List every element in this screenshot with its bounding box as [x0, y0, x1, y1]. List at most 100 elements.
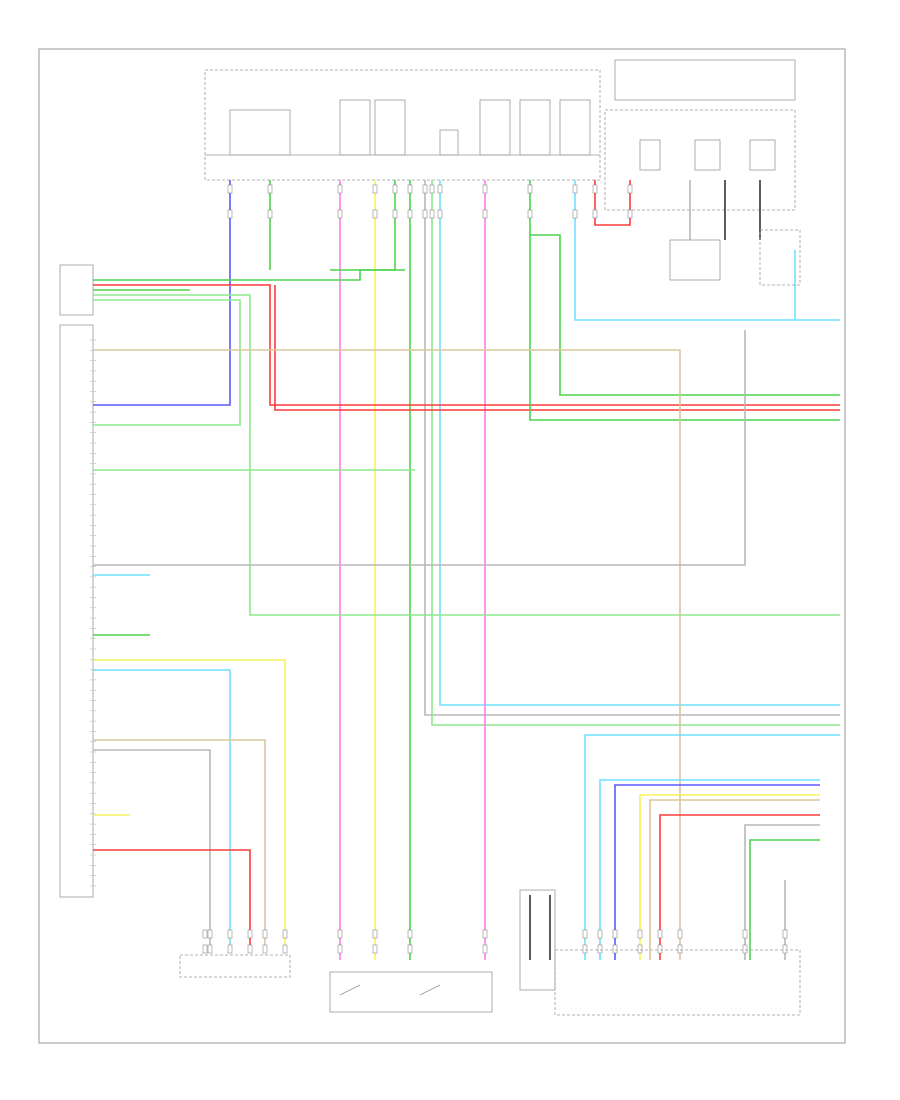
- connector-cavity: [637, 929, 643, 939]
- connector-cavity: [592, 184, 598, 194]
- connector-cavity: [582, 944, 588, 954]
- connector-cavity: [337, 184, 343, 194]
- sensor-module: [669, 229, 801, 286]
- connector-cavity: [782, 929, 788, 939]
- connector-cavity: [202, 944, 208, 954]
- connector-cavity: [407, 929, 413, 939]
- connector-cavity: [782, 944, 788, 954]
- connector-cavity: [612, 944, 618, 954]
- connector-cavity: [742, 944, 748, 954]
- connector-cavity: [227, 929, 233, 939]
- connector-cavity: [612, 929, 618, 939]
- wire-20: [594, 180, 631, 226]
- wire-35: [639, 794, 820, 960]
- top-right-switch-group: [604, 59, 796, 211]
- connector-cavity: [337, 209, 343, 219]
- transmission-range-switch: [554, 949, 801, 1016]
- wire-32: [584, 734, 840, 960]
- connector-cavity: [742, 929, 748, 939]
- wire-15: [93, 294, 840, 616]
- connector-cavity: [437, 209, 443, 219]
- connector-cavity: [372, 944, 378, 954]
- connector-cavity: [407, 184, 413, 194]
- wire-6: [439, 180, 840, 706]
- connector-cavity: [429, 209, 435, 219]
- wire-22: [93, 330, 746, 566]
- connector-cavity: [227, 209, 233, 219]
- connector-cavity: [582, 929, 588, 939]
- wire-5: [424, 180, 840, 716]
- connector-cavity: [337, 944, 343, 954]
- connector-cavity: [227, 184, 233, 194]
- wire-33: [599, 779, 820, 960]
- relay-box: [519, 889, 556, 991]
- wire-16: [274, 285, 840, 411]
- connector-cavity: [267, 209, 273, 219]
- connector-cavity: [282, 929, 288, 939]
- connector-cavity: [202, 929, 208, 939]
- connector-cavity: [247, 929, 253, 939]
- connector-cavity: [627, 184, 633, 194]
- connector-cavity: [392, 184, 398, 194]
- app-sensor: [179, 954, 291, 978]
- connector-cavity: [482, 944, 488, 954]
- connector-cavity: [247, 944, 253, 954]
- connector-cavity: [677, 929, 683, 939]
- wire-7: [431, 180, 840, 726]
- connector-cavity: [482, 929, 488, 939]
- wire-19: [574, 180, 840, 321]
- connector-cavity: [262, 944, 268, 954]
- wire-18: [530, 234, 840, 396]
- wire-9: [93, 180, 231, 406]
- wire-12: [93, 269, 405, 281]
- wire-29: [93, 749, 211, 945]
- ecm-pin-column: [90, 339, 96, 887]
- connector-cavity: [677, 944, 683, 954]
- wire-14: [93, 299, 241, 426]
- connector-cavity: [572, 209, 578, 219]
- connector-cavity: [637, 944, 643, 954]
- connector-cavity: [207, 944, 213, 954]
- connector-cavity: [627, 209, 633, 219]
- ecm-pcm-connector: [59, 264, 96, 898]
- connector-cavity: [267, 184, 273, 194]
- connector-cavity: [407, 944, 413, 954]
- wire-21: [93, 349, 681, 960]
- connector-cavity: [429, 184, 435, 194]
- connector-cavity: [227, 944, 233, 954]
- connector-cavity: [527, 184, 533, 194]
- wire-39: [749, 839, 820, 960]
- connector-cavity: [337, 929, 343, 939]
- connector-cavity: [592, 209, 598, 219]
- connector-cavity: [372, 929, 378, 939]
- connector-cavity: [422, 184, 428, 194]
- connector-cavity: [657, 929, 663, 939]
- connector-cavity: [597, 944, 603, 954]
- connector-cavity: [597, 929, 603, 939]
- underhood-fuse-box: [204, 69, 601, 181]
- wire-37: [659, 814, 820, 960]
- connector-cavity: [207, 929, 213, 939]
- connector-cavity: [657, 944, 663, 954]
- connector-cavity: [262, 929, 268, 939]
- connector-cavity: [407, 209, 413, 219]
- connector-cavity: [572, 184, 578, 194]
- connector-cavity: [392, 209, 398, 219]
- connector-cavity: [372, 184, 378, 194]
- wire-28: [93, 739, 266, 945]
- wire-26: [93, 659, 286, 945]
- connector-cavity: [372, 209, 378, 219]
- wire-harness: [93, 180, 840, 960]
- wire-27: [93, 669, 231, 945]
- wire-34: [614, 784, 820, 960]
- connector-cavity: [482, 184, 488, 194]
- wire-31: [93, 849, 251, 945]
- wire-38: [744, 824, 820, 960]
- connector-cavity: [282, 944, 288, 954]
- diagram-frame: [38, 48, 846, 1044]
- connector-cavity: [437, 184, 443, 194]
- wire-17: [529, 180, 840, 421]
- connector-cavity: [422, 209, 428, 219]
- wire-11: [93, 284, 840, 406]
